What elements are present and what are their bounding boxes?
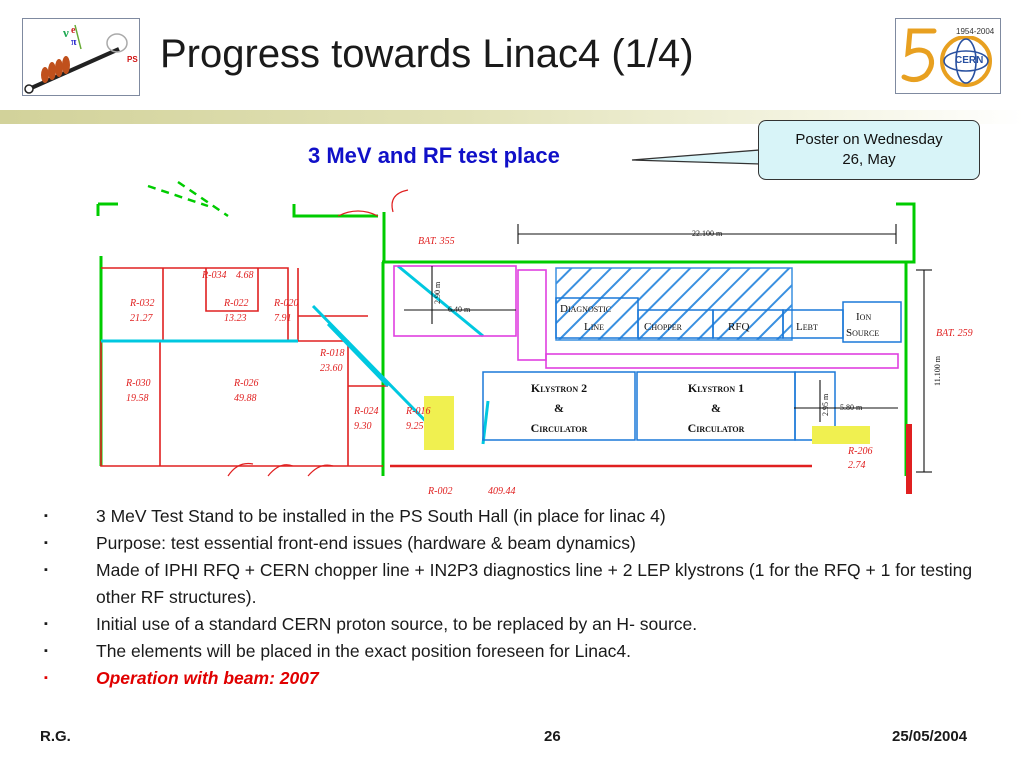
room-label-area: 13.23 [224, 313, 247, 324]
anniversary-years: 1954-2004 [956, 27, 995, 36]
rfq-label: RFQ [728, 321, 749, 333]
bullet-marker: ▪ [44, 645, 48, 657]
bullet-marker: ▪ [44, 537, 48, 549]
klystron2-amp: & [554, 401, 564, 415]
bullet-text: 3 MeV Test Stand to be installed in the … [96, 506, 666, 526]
door-swings [227, 189, 409, 477]
dim-width-top: 22.100 m [692, 229, 723, 238]
room-label-name: R-024 [353, 406, 378, 417]
bullet-marker: ▪ [44, 672, 48, 684]
room-label-name: R-002 [427, 486, 452, 496]
room-label-area: 9.30 [354, 421, 372, 432]
ion-source-label: Ion [856, 311, 871, 323]
klystron2-title: Klystron 2 [531, 381, 587, 395]
bullet-marker: ▪ [44, 618, 48, 630]
klystron1-circulator: Circulator [688, 421, 745, 435]
linac-logo-graphic: ν e π [24, 24, 128, 94]
ps-logo-label: PS [127, 55, 138, 64]
bullet-list: ▪ 3 MeV Test Stand to be installed in the… [40, 503, 990, 692]
bullet-text: Purpose: test essential front-end issues… [96, 533, 636, 553]
dim-580: 5.80 m [840, 403, 863, 412]
footer-date: 25/05/2004 [892, 728, 968, 745]
room-label-name: R-022 [223, 298, 248, 309]
room-label-name: R-032 [129, 298, 154, 309]
room-label-area: 409.44 [488, 486, 516, 496]
klystron1-title: Klystron 1 [688, 381, 744, 395]
bullet-text: The elements will be placed in the exact… [96, 641, 632, 661]
slide-title: Progress towards Linac4 (1/4) [160, 32, 694, 76]
room-label-area: 19.58 [126, 393, 149, 404]
bullet-marker: ▪ [44, 564, 48, 576]
bullet-item: ▪ The elements will be placed in the exac… [40, 638, 990, 665]
room-label-name: R-020 [273, 298, 298, 309]
red-column [906, 424, 912, 494]
room-label-name: R-016 [405, 406, 430, 417]
room-label-area: 21.27 [130, 313, 154, 324]
room-label-area: 23.60 [320, 363, 343, 374]
room-label-name: R-030 [125, 378, 150, 389]
bullet-text: Initial use of a standard CERN proton so… [96, 614, 698, 634]
bullet-item: ▪ Initial use of a standard CERN proton s… [40, 611, 990, 638]
dim-295: 2.95 m [821, 393, 830, 416]
svg-text:e: e [71, 25, 76, 36]
room-label-area: 2.74 [848, 460, 866, 471]
bullet-text: Made of IPHI RFQ + CERN chopper line + I… [96, 560, 973, 607]
room-label-area: 49.88 [234, 393, 257, 404]
chopper-label: Chopper [644, 321, 683, 333]
klystron1-amp: & [711, 401, 721, 415]
svg-text:π: π [71, 37, 77, 48]
cern-50-graphic [901, 28, 992, 87]
dimension-lines [404, 224, 932, 473]
room-label-area: 4.68 [236, 270, 254, 281]
room-label-name: R-018 [319, 348, 344, 359]
lebt-label: Lebt [796, 321, 818, 333]
linac-ps-logo: ν e π PS [22, 18, 140, 96]
yellow-marker-left [424, 396, 454, 450]
room-labels: R-034 4.68 R-032 21.27 R-022 13.23 R-020… [125, 236, 973, 496]
klystron-labels: Klystron 2 & Circulator Klystron 1 & Cir… [531, 381, 745, 435]
diagnostic-line-label-2: Line [584, 321, 604, 333]
room-label-area: 7.91 [274, 313, 292, 324]
callout-line-1: Poster on Wednesday [795, 131, 943, 148]
callout-line-2: 26, May [842, 151, 896, 168]
footer-author: R.G. [40, 728, 71, 745]
yellow-marker [812, 426, 870, 444]
callout-pointer [631, 149, 761, 165]
room-label-name: R-206 [847, 446, 872, 457]
accelerator-zone [555, 267, 793, 341]
bullet-item: ▪ Purpose: test essential front-end issue… [40, 530, 990, 557]
floor-plan: R-034 4.68 R-032 21.27 R-022 13.23 R-020… [96, 180, 973, 496]
dim-290: 2.90 m [433, 281, 442, 304]
room-label-area: 9.25 [406, 421, 424, 432]
bullet-item: ▪ 3 MeV Test Stand to be installed in the… [40, 503, 990, 530]
ion-source-label-2: Source [846, 327, 879, 339]
bullet-text: Operation with beam: 2007 [96, 668, 319, 688]
footer-page-number: 26 [544, 728, 561, 745]
hall-magenta [393, 265, 899, 369]
bullet-item: ▪ Made of IPHI RFQ + CERN chopper line + … [40, 557, 990, 611]
poster-callout: Poster on Wednesday 26, May [758, 120, 980, 180]
bullet-marker: ▪ [44, 510, 48, 522]
klystron2-circulator: Circulator [531, 421, 588, 435]
beamline-boxes [482, 297, 902, 441]
svg-text:ν: ν [62, 25, 69, 40]
bullet-item-highlight: ▪ Operation with beam: 2007 [40, 665, 990, 692]
diagnostic-line-label: Diagnostic [560, 303, 611, 315]
cern-logo-label: CERN [955, 55, 984, 66]
cern-50-logo: 1954-2004 CERN [895, 18, 1001, 94]
beamline-labels: Diagnostic Line Chopper RFQ Lebt Ion Sou… [560, 303, 879, 339]
bat-label-right: BAT. 259 [936, 328, 973, 339]
diagonal-walls [147, 180, 229, 218]
section-heading: 3 MeV and RF test place [308, 143, 560, 168]
bat-label-top: BAT. 355 [418, 236, 455, 247]
dim-height-right: 11.100 m [933, 355, 942, 386]
dimension-labels: 22.100 m 11.100 m 2.90 m 6.40 m 2.95 m 5… [433, 229, 942, 416]
room-label-name: R-026 [233, 378, 258, 389]
dim-640: 6.40 m [448, 305, 471, 314]
room-label-name: R-034 [201, 270, 226, 281]
